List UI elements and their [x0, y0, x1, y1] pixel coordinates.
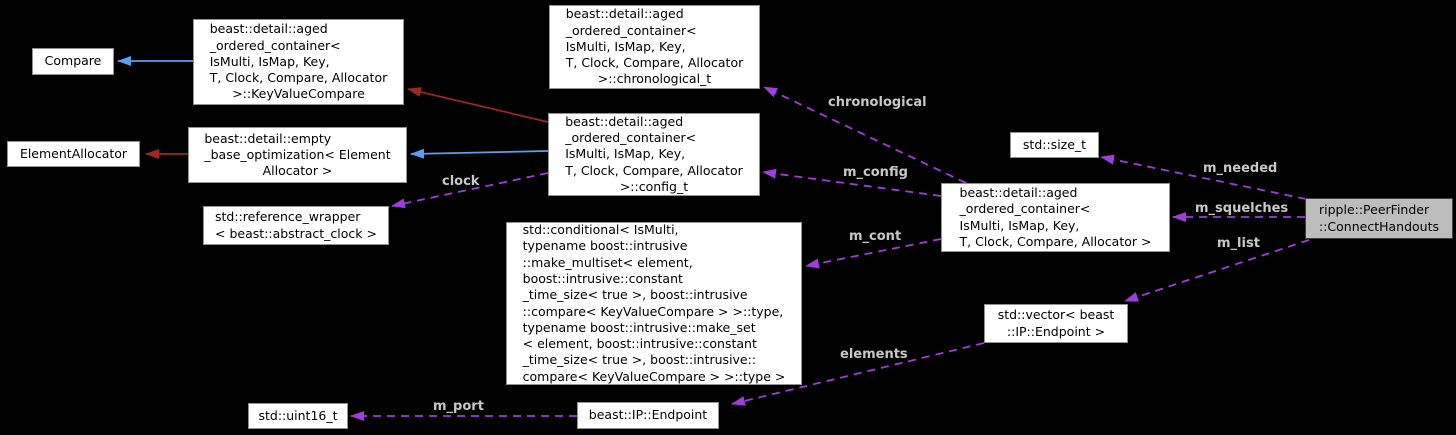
- node-config-t[interactable]: beast::detail::aged_ordered_container<Is…: [548, 113, 760, 196]
- edge-label-m-port: m_port: [433, 399, 484, 414]
- edge-usage-m-list: [1124, 239, 1310, 302]
- node-compare[interactable]: Compare: [32, 48, 114, 75]
- edge-label-clock: clock: [442, 174, 480, 189]
- edge-usage-elements: [731, 342, 985, 406]
- node-chronological-t[interactable]: beast::detail::aged_ordered_container<Is…: [549, 5, 760, 89]
- edge-label-m-squelches: m_squelches: [1195, 201, 1289, 216]
- node-beast-ip-endpoint[interactable]: beast::IP::Endpoint: [577, 402, 719, 429]
- node-aged-ordered-container[interactable]: beast::detail::aged_ordered_container<Is…: [941, 183, 1170, 252]
- edge-label-m-cont: m_cont: [849, 229, 902, 244]
- edge-label-m-needed: m_needed: [1203, 161, 1278, 176]
- node-std-size-t[interactable]: std::size_t: [1010, 132, 1099, 158]
- edge-usage-m-config: [762, 168, 942, 197]
- edge-label-m-list: m_list: [1217, 236, 1260, 251]
- node-elementallocator[interactable]: ElementAllocator: [7, 141, 140, 167]
- node-keyvaluecompare[interactable]: beast::detail::aged_ordered_container<Is…: [193, 19, 404, 105]
- node-connect-handouts[interactable]: ripple::PeerFinder::ConnectHandouts: [1305, 198, 1453, 239]
- edge-label-chronological: chronological: [828, 95, 927, 110]
- edge-usage-chronological: [763, 86, 967, 184]
- edge-label-elements: elements: [840, 347, 908, 362]
- edge-inherit-configt-keyvaluecompare: [407, 87, 549, 123]
- edge-usage-m-cont: [805, 238, 942, 269]
- node-empty-base-optimization[interactable]: beast::detail::empty_base_optimization< …: [188, 127, 407, 183]
- edge-usage-clock: [391, 172, 549, 209]
- node-std-vector-endpoint[interactable]: std::vector< beast::IP::Endpoint >: [984, 304, 1128, 343]
- node-reference-wrapper[interactable]: std::reference_wrapper< beast::abstract_…: [203, 206, 389, 245]
- node-std-conditional[interactable]: std::conditional< IsMulti,typename boost…: [506, 222, 802, 385]
- edge-inherit-configt-emptybase: [410, 148, 549, 159]
- edge-label-m-config: m_config: [843, 165, 908, 180]
- edge-usage-m-needed: [1100, 154, 1307, 200]
- node-std-uint16-t[interactable]: std::uint16_t: [248, 403, 348, 429]
